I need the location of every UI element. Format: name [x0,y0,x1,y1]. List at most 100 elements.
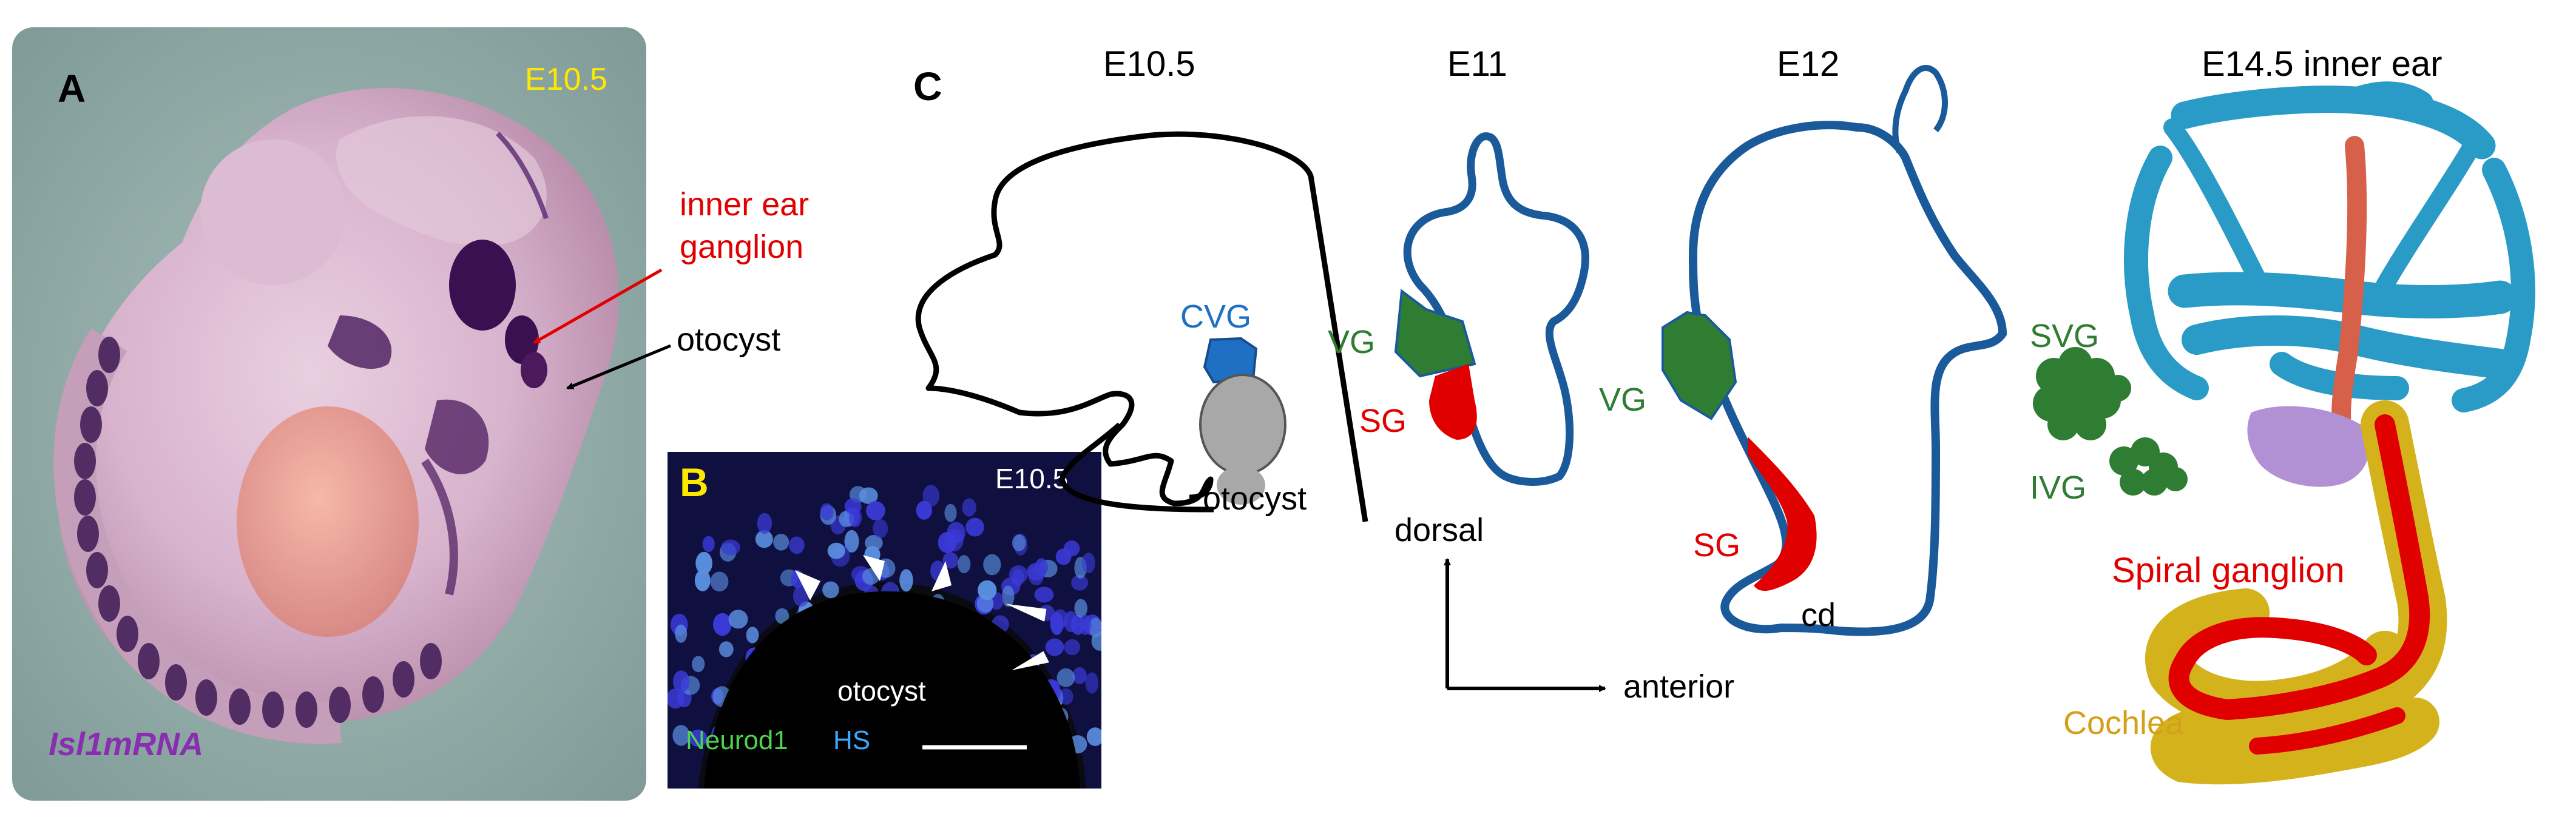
cell-nucleus [983,554,1001,576]
e12-sg-shape [1748,437,1817,591]
marker-neurod1-label: Neurod1 [686,725,788,755]
panel-b-stage-label: E10.5 [995,463,1068,494]
panel-a: A E10.5 inner ear ganglion otocyst Isl1m… [12,27,809,801]
ivg-label: IVG [2030,469,2086,506]
cvg-label: CVG [1180,298,1251,335]
cell-nucleus [976,594,994,613]
endolymphatic-duct-3d [2331,136,2367,440]
cell-nucleus [899,569,913,592]
e11-vg-label: VG [1328,324,1375,360]
cell-nucleus [1009,565,1028,584]
cell-nucleus [1088,617,1101,637]
ganglion-label-line1: inner ear [680,186,809,223]
probe-label: Isl1mRNA [49,726,203,762]
cell-nucleus [746,627,759,644]
panel-a-letter: A [58,67,86,110]
marker-hs-label: HS [833,725,870,755]
arrowheads [795,555,1049,671]
e11-sg-shape [1429,364,1477,440]
cell-nucleus [755,530,773,548]
cell-nucleus [820,503,834,520]
e10-5-head-outline [915,131,1368,522]
panel-c-letter: C [913,64,942,109]
cell-nucleus [1072,667,1087,684]
cell-nucleus [702,536,715,553]
vestibular-ganglion-3d [2247,406,2370,487]
otocyst-lower-lobe [1217,466,1265,505]
cell-nucleus [757,513,772,534]
e10-5-jaw-outline [1059,422,1214,513]
cell-nucleus [695,551,712,575]
axis-dorsal-label: dorsal [1394,512,1484,548]
cell-nucleus [1027,562,1046,581]
cell-nucleus [694,570,711,591]
cell-nucleus [922,485,940,507]
ganglion-arrow [533,268,663,345]
cell-nucleus [827,542,845,559]
cell-nucleus [673,670,690,693]
cell-nucleus [1063,540,1080,557]
e11-vg-shape [1394,289,1476,378]
cell-nucleus [775,608,789,624]
cell-nucleus [1064,639,1081,656]
cell-nucleus [844,530,859,553]
cell-nucleus [672,725,690,746]
stage-label-e14-5: E14.5 inner ear [2202,44,2442,84]
cell-nucleus [710,571,729,592]
cell-nucleus [668,688,685,709]
cell-nucleus [675,624,688,643]
cell-nucleus [1079,614,1092,635]
cell-nucleus [692,656,705,673]
panel-b: B E10.5 otocyst Neurod1 HS [668,452,1101,789]
cell-nucleus [942,552,959,569]
e10-5-otocyst-shape [1199,374,1286,476]
panel-b-letter: B [680,460,709,505]
cell-nucleus [965,517,984,537]
cell-nucleus [866,501,885,520]
panel-a-stage-label: E10.5 [525,62,607,97]
cell-nucleus [718,641,734,658]
cell-nucleus [865,535,883,551]
cell-nucleus [1034,587,1054,603]
panel-c: C E10.5 E11 E12 E14.5 inner ear CVG otoc… [913,44,2535,785]
e12-sg-label: SG [1693,527,1740,563]
axis-anterior-label: anterior [1623,668,1734,705]
cell-nucleus [947,522,965,544]
spiral-ganglion-3d [2168,414,2430,721]
stage-label-e12: E12 [1777,44,1839,84]
svg-cluster [2033,347,2131,440]
cell-nucleus [958,555,971,574]
cell-nucleus [1071,574,1088,591]
stage-label-e10-5: E10.5 [1103,44,1195,84]
cell-nucleus [822,581,839,599]
cell-nucleus [859,487,878,504]
cell-nucleus [873,519,888,539]
cell-nucleus [1086,727,1101,746]
e14-5-inner-ear [2124,81,2535,785]
otocyst-label-a: otocyst [677,321,780,358]
e11-sg-label: SG [1359,403,1407,439]
cell-nucleus [1058,688,1073,705]
e12-vg-label: VG [1599,382,1646,418]
cell-nucleus [1081,553,1095,574]
ivg-cluster [2109,437,2188,496]
cell-nucleus [728,610,748,629]
cell-nucleus [1056,668,1075,687]
otocyst-arrow [566,344,671,390]
embryo-image [53,88,619,744]
panel-b-otocyst-label: otocyst [837,675,926,707]
spiral-ganglion-label: Spiral ganglion [2112,551,2345,590]
e10-5-otocyst-label: otocyst [1203,480,1307,517]
cell-nucleus [1052,609,1069,629]
cell-nucleus [1045,638,1064,656]
cell-nucleus [721,539,740,556]
e11-otocyst-outline [1403,132,1589,486]
cell-nucleus [789,536,805,554]
cell-nucleus [713,613,732,636]
e12-otocyst-outline [1688,121,2007,636]
cell-nucleus [773,534,789,551]
cochlea-label: Cochlea [2063,705,2184,741]
cell-nucleus [1085,672,1099,694]
cell-nucleus [944,503,957,522]
